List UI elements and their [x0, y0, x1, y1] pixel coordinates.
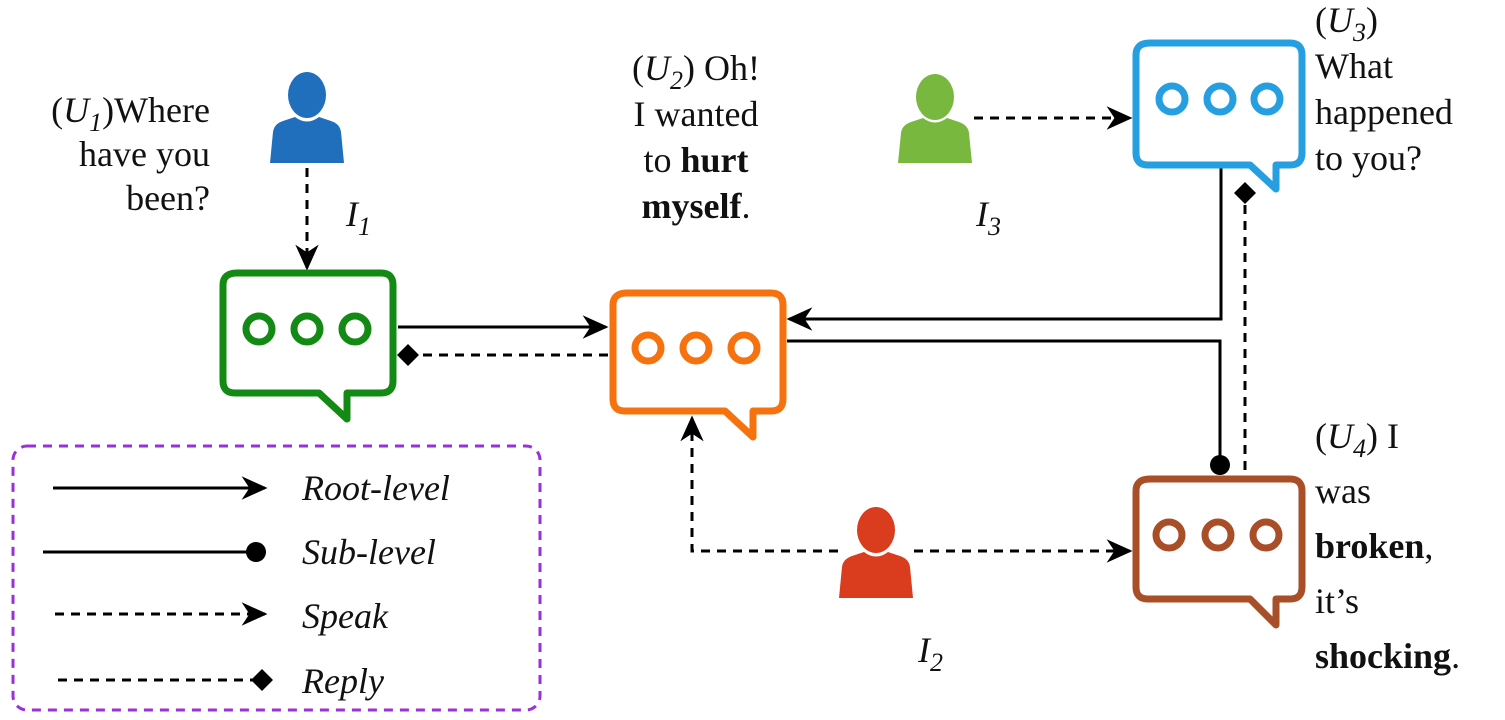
speech-bubble-icon [1132, 475, 1306, 629]
ellipsis-dot [631, 331, 665, 365]
ellipsis-dot [1152, 518, 1186, 552]
legend-border [11, 444, 542, 712]
utterance-line: to you? [1315, 138, 1422, 178]
speech-bubble-icon [219, 269, 397, 423]
legend-label-speak: Speak [302, 596, 389, 636]
interlocutor-label-i2: I2 [917, 630, 943, 677]
edges [295, 106, 1256, 563]
ellipsis-dot [1249, 518, 1283, 552]
utterance-line: was [1315, 471, 1371, 511]
legend-label-root-level: Root-level [301, 468, 450, 508]
utterance-line: to hurt [643, 140, 748, 180]
person-icon-i3 [898, 74, 972, 163]
edge-root-u3-u2 [786, 168, 1223, 331]
utterance-text-u3: (U3)What happened to you? [1315, 0, 1453, 178]
interlocutor-label-i1: I1 [345, 194, 371, 241]
ellipsis-dot [727, 331, 761, 365]
ellipsis-dot [1203, 82, 1237, 116]
bubble-u3 [1132, 39, 1306, 193]
ellipsis-dot [1250, 82, 1284, 116]
bubble-u1 [219, 269, 397, 423]
person-icon-i1 [270, 72, 344, 163]
bubble-u4 [1132, 475, 1306, 629]
utterance-id-label: (U4) I [1315, 416, 1399, 463]
utterance-id-label: (U1)Where [51, 90, 210, 137]
utterance-text-u2: (U2) Oh!I wanted to hurt myself. [632, 48, 760, 226]
interlocutor-label-i3: I3 [975, 194, 1001, 241]
utterance-line: broken, [1315, 526, 1433, 566]
utterance-line: I wanted [634, 94, 759, 134]
legend: Root-level Sub-level Speak Reply [11, 444, 542, 712]
legend-label-reply: Reply [301, 661, 384, 701]
utterance-id-label: (U2) Oh! [632, 48, 760, 95]
edge-speak-i2-u2 [680, 415, 838, 553]
utterance-line: it’s [1315, 581, 1359, 621]
edge-sub-u2-u4 [787, 339, 1230, 475]
ellipsis-dot [679, 331, 713, 365]
ellipsis-dot [242, 312, 276, 346]
ellipsis-dot [1201, 518, 1235, 552]
utterance-line: What [1315, 46, 1393, 86]
legend-label-sub-level: Sub-level [302, 532, 436, 572]
ellipsis-dot [290, 312, 324, 346]
person-icon-i2 [839, 507, 913, 598]
speech-bubble-icon [609, 289, 787, 441]
utterance-line: been? [126, 178, 210, 218]
utterance-line: shocking. [1315, 636, 1460, 676]
utterance-line: happened [1315, 92, 1453, 132]
utterance-line: myself. [642, 186, 751, 226]
utterance-id-label: (U3) [1315, 0, 1378, 47]
ellipsis-dot [1155, 82, 1189, 116]
utterance-line: have you [79, 134, 210, 174]
utterance-text-u4: (U4) I was broken, it’s shocking. [1315, 416, 1460, 676]
bubble-u2 [609, 289, 787, 441]
speech-bubble-icon [1132, 39, 1306, 193]
ellipsis-dot [338, 312, 372, 346]
